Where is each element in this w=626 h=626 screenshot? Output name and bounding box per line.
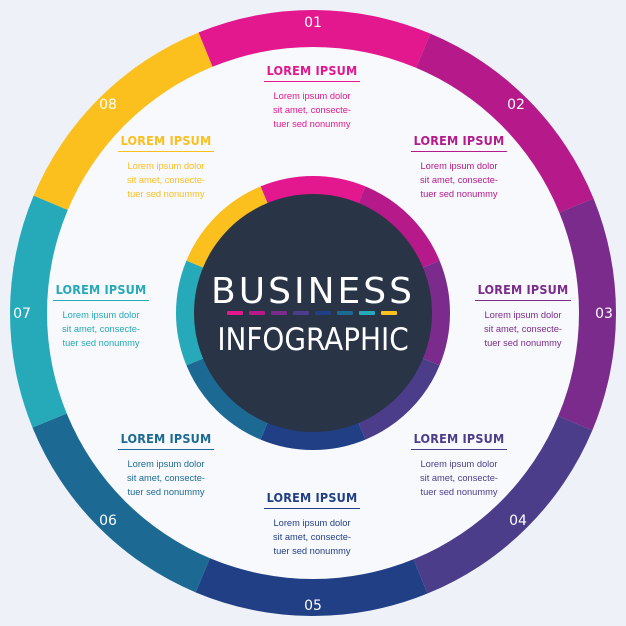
title-dash-8 — [381, 311, 397, 315]
block-body-line: tuer sed nonummy — [127, 487, 205, 497]
inner-segment-2 — [357, 186, 440, 269]
block-body-line: tuer sed nonummy — [420, 189, 498, 199]
segment-number-7: 07 — [13, 306, 31, 322]
text-block-7: LOREM IPSUM Lorem ipsum dolor sit amet, co… — [53, 282, 149, 350]
block-body-line: sit amet, consecte- — [272, 532, 352, 542]
block-heading: LOREM IPSUM — [118, 431, 214, 450]
block-heading: LOREM IPSUM — [475, 282, 571, 301]
inner-segment-4 — [357, 357, 440, 440]
text-block-1: LOREM IPSUM Lorem ipsum dolor sit amet, co… — [264, 63, 360, 131]
block-body: Lorem ipsum dolor sit amet, consecte-tuer… — [264, 516, 360, 558]
block-body-line: sit amet, consecte- — [419, 473, 499, 483]
block-heading: LOREM IPSUM — [118, 133, 214, 152]
block-body-line: Lorem ipsum dolor — [127, 459, 205, 469]
block-heading: LOREM IPSUM — [411, 133, 507, 152]
block-heading: LOREM IPSUM — [411, 431, 507, 450]
block-heading: LOREM IPSUM — [264, 490, 360, 509]
outer-segment-6 — [32, 412, 211, 593]
block-body-line: sit amet, consecte- — [483, 324, 563, 334]
block-body: Lorem ipsum dolor sit amet, consecte-tuer… — [411, 457, 507, 499]
outer-segment-8 — [33, 32, 214, 211]
block-body-line: sit amet, consecte- — [126, 473, 206, 483]
block-body-line: tuer sed nonummy — [273, 119, 351, 129]
block-heading: LOREM IPSUM — [53, 282, 149, 301]
segment-number-5: 05 — [304, 598, 322, 614]
inner-segment-6 — [186, 357, 269, 440]
block-body-line: tuer sed nonummy — [62, 338, 140, 348]
outer-segment-2 — [415, 33, 594, 214]
segment-number-4: 04 — [509, 513, 527, 529]
block-body-line: tuer sed nonummy — [127, 189, 205, 199]
block-body-line: sit amet, consecte- — [126, 175, 206, 185]
block-body-line: Lorem ipsum dolor — [273, 91, 351, 101]
block-body: Lorem ipsum dolor sit amet, consecte-tuer… — [118, 159, 214, 201]
inner-segment-8 — [186, 186, 269, 269]
block-body-line: sit amet, consecte- — [272, 105, 352, 115]
title-dash-6 — [337, 311, 353, 315]
block-body: Lorem ipsum dolor sit amet, consecte-tuer… — [264, 89, 360, 131]
block-body: Lorem ipsum dolor sit amet, consecte-tuer… — [411, 159, 507, 201]
title-dash-2 — [249, 311, 265, 315]
text-block-2: LOREM IPSUM Lorem ipsum dolor sit amet, co… — [411, 133, 507, 201]
title-dash-5 — [315, 311, 331, 315]
block-body: Lorem ipsum dolor sit amet, consecte-tuer… — [53, 308, 149, 350]
text-block-5: LOREM IPSUM Lorem ipsum dolor sit amet, co… — [264, 490, 360, 558]
segment-number-1: 01 — [304, 15, 322, 31]
title-line-2: INFOGRAPHIC — [217, 322, 408, 358]
title-line-1: BUSINESS — [211, 271, 415, 312]
block-body-line: tuer sed nonummy — [420, 487, 498, 497]
block-body-line: Lorem ipsum dolor — [273, 518, 351, 528]
title-dash-1 — [227, 311, 243, 315]
block-body-line: Lorem ipsum dolor — [420, 161, 498, 171]
block-body: Lorem ipsum dolor sit amet, consecte-tuer… — [118, 457, 214, 499]
text-block-6: LOREM IPSUM Lorem ipsum dolor sit amet, co… — [118, 431, 214, 499]
center-disc — [194, 194, 432, 432]
text-block-4: LOREM IPSUM Lorem ipsum dolor sit amet, co… — [411, 431, 507, 499]
block-heading: LOREM IPSUM — [264, 63, 360, 82]
block-body-line: sit amet, consecte- — [61, 324, 141, 334]
segment-number-8: 08 — [99, 97, 117, 113]
block-body-line: Lorem ipsum dolor — [420, 459, 498, 469]
text-block-8: LOREM IPSUM Lorem ipsum dolor sit amet, co… — [118, 133, 214, 201]
text-block-3: LOREM IPSUM Lorem ipsum dolor sit amet, co… — [475, 282, 571, 350]
title-dash-4 — [293, 311, 309, 315]
segment-number-2: 02 — [507, 97, 525, 113]
block-body-line: tuer sed nonummy — [484, 338, 562, 348]
title-dash-7 — [359, 311, 375, 315]
title-divider — [227, 311, 397, 315]
title-dash-3 — [271, 311, 287, 315]
outer-segment-4 — [412, 415, 593, 594]
segment-number-3: 03 — [595, 306, 613, 322]
segment-numbers: 01 02 03 04 05 06 07 08 — [13, 15, 613, 614]
segment-number-6: 06 — [99, 513, 117, 529]
block-body: Lorem ipsum dolor sit amet, consecte-tuer… — [475, 308, 571, 350]
block-body-line: Lorem ipsum dolor — [62, 310, 140, 320]
block-body-line: sit amet, consecte- — [419, 175, 499, 185]
block-body-line: tuer sed nonummy — [273, 546, 351, 556]
block-body-line: Lorem ipsum dolor — [484, 310, 562, 320]
block-body-line: Lorem ipsum dolor — [127, 161, 205, 171]
